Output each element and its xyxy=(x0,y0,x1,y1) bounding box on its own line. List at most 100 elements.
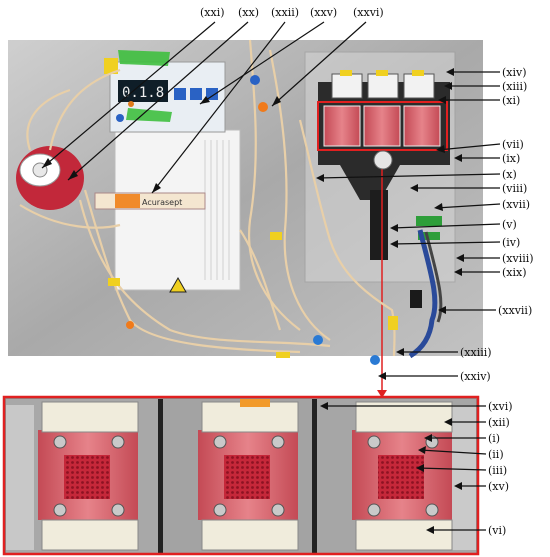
panel1-screw-3 xyxy=(53,503,67,517)
zoom-panel-3 xyxy=(312,399,476,553)
leader-xxv xyxy=(199,21,325,105)
label-xxv: (xxv) xyxy=(310,6,337,19)
yellow-tag-2 xyxy=(376,70,388,76)
blue-marker-4 xyxy=(370,355,380,365)
motor-block-3 xyxy=(403,73,435,99)
label-ii: (ii) xyxy=(488,448,504,461)
label-xxi: (xxi) xyxy=(200,6,225,19)
panel2-screw-4 xyxy=(271,503,285,517)
panel2-orange-cap xyxy=(240,399,270,407)
pump-button-2 xyxy=(190,88,202,100)
panel3-screw-4 xyxy=(425,503,439,517)
panel1-clamp-bottom xyxy=(41,519,139,551)
warning-triangle-icon xyxy=(169,276,187,293)
arrow-xxii xyxy=(152,183,161,193)
label-xxiii: (xxiii) xyxy=(460,346,492,359)
blue-marker-3 xyxy=(313,335,323,345)
leader-xxvi xyxy=(271,21,367,107)
pump-body xyxy=(114,129,241,291)
panel1-screw-2 xyxy=(111,435,125,449)
panel3-screw-1 xyxy=(367,435,381,449)
panel1-screw-4 xyxy=(111,503,125,517)
green-connector-2 xyxy=(418,232,440,240)
orange-marker-2 xyxy=(126,321,134,329)
label-xi: (xi) xyxy=(502,94,520,107)
chamber-frame-stem xyxy=(370,190,388,260)
panel2-screw-1 xyxy=(213,435,227,449)
panel1-screw-1 xyxy=(53,435,67,449)
label-xx: (xx) xyxy=(238,6,259,19)
zoom-photo xyxy=(2,395,480,556)
pump-ribs xyxy=(204,140,230,280)
panel2-clamp-bottom xyxy=(201,519,299,551)
motor-block-1 xyxy=(331,73,363,99)
arrow-xx xyxy=(68,170,78,180)
panel3-clamp-top xyxy=(355,401,453,433)
panel3-scaffold xyxy=(378,455,424,499)
motor-block-2 xyxy=(367,73,399,99)
center-knob xyxy=(373,150,393,170)
pump-led xyxy=(128,101,134,107)
cable-bundle xyxy=(408,229,438,359)
arrow-xxi xyxy=(42,158,52,168)
panel3-screw-3 xyxy=(367,503,381,517)
syringe-label: Acurasept xyxy=(142,198,182,207)
panel1-acrylic-left xyxy=(6,405,34,550)
green-connector-1 xyxy=(416,216,442,226)
label-vi: (vi) xyxy=(488,524,506,537)
yellow-tag-3 xyxy=(412,70,424,76)
top-label-group: (xxi) (xx) (xxii) (xxv) (xxvi) xyxy=(41,6,384,194)
chamber-top-1 xyxy=(323,105,361,147)
panel3-divider xyxy=(312,399,317,553)
yellow-band-4 xyxy=(276,352,290,358)
label-viii: (viii) xyxy=(502,182,527,195)
label-ix: (ix) xyxy=(502,152,520,165)
syringe-filter-orange xyxy=(115,194,140,208)
pump-display xyxy=(118,80,168,102)
rig-photo: 0.1.8 Acurasept xyxy=(8,39,483,398)
chamber-top-3 xyxy=(403,105,441,147)
zoom-panel-1 xyxy=(6,399,160,553)
leader-xx xyxy=(67,21,249,181)
label-xv: (xv) xyxy=(488,480,509,493)
black-connector xyxy=(410,290,422,308)
label-xix: (xix) xyxy=(502,266,527,279)
orange-marker-1 xyxy=(258,102,268,112)
label-v: (v) xyxy=(502,218,517,231)
arrow-xxv xyxy=(200,96,210,104)
green-tape xyxy=(118,50,170,66)
label-xxii: (xxii) xyxy=(271,6,299,19)
panel3-clamp-bottom xyxy=(355,519,453,551)
right-label-group-bottom: (xvi) (xii) (i) (ii) (iii) (xv) (vi) xyxy=(320,400,513,537)
label-xvii: (xvii) xyxy=(502,198,530,211)
label-vii: (vii) xyxy=(502,138,524,151)
panel1-scaffold xyxy=(64,455,110,499)
blue-marker-1 xyxy=(250,75,260,85)
leader-xxi xyxy=(41,21,216,169)
label-xxiv: (xxiv) xyxy=(460,370,491,383)
label-xii: (xii) xyxy=(488,416,510,429)
yellow-tag-1 xyxy=(340,70,352,76)
pump-display-readout: 0.1.8 xyxy=(122,85,164,101)
label-xviii: (xviii) xyxy=(502,252,534,265)
label-xiii: (xiii) xyxy=(502,80,527,93)
yellow-band-1 xyxy=(108,278,120,286)
label-iv: (iv) xyxy=(502,236,520,249)
label-xxvii: (xxvii) xyxy=(498,304,532,317)
pump-button-1 xyxy=(174,88,186,100)
label-iii: (iii) xyxy=(488,464,507,477)
callout-arrowhead xyxy=(377,390,387,398)
label-xvi: (xvi) xyxy=(488,400,513,413)
leader-xxii xyxy=(151,21,286,194)
zoom-frame xyxy=(2,395,480,556)
panel2-divider xyxy=(158,399,163,553)
right-label-group-top: (xiv) (xiii) (xi) (vii) (ix) (x) (viii) … xyxy=(316,66,534,383)
yellow-band-3 xyxy=(388,316,398,330)
yellow-clip xyxy=(104,58,118,74)
label-i: (i) xyxy=(488,432,500,445)
panel2-screw-2 xyxy=(271,435,285,449)
zoom-panel-2 xyxy=(158,399,314,553)
label-xiv: (xiv) xyxy=(502,66,527,79)
chamber-top-2 xyxy=(363,105,401,147)
panel1-clamp-top xyxy=(41,401,139,433)
